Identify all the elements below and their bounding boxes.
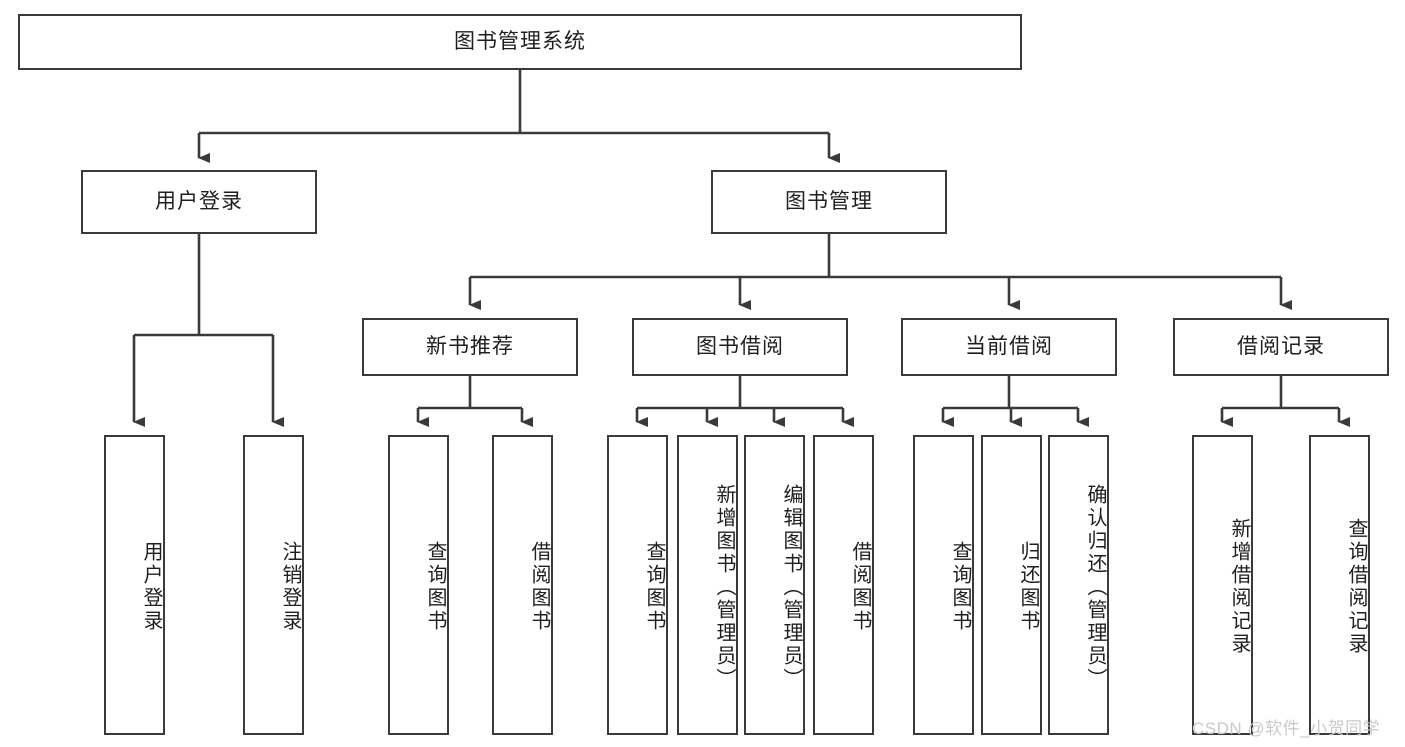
node-label: 借阅记录 (1237, 335, 1325, 359)
node-label: 注销登录 (279, 541, 301, 633)
node-label: 用户登录 (140, 541, 162, 633)
node-label: 图书管理系统 (454, 30, 586, 54)
leaf-user-login-login[interactable]: 用户登录 (104, 435, 165, 735)
node-label: 查询借阅记录 (1345, 518, 1367, 656)
leaf-book-borrow-edit-book-admin[interactable]: 编辑图书（管理员） (744, 435, 805, 735)
node-label: 新增借阅记录 (1228, 518, 1250, 656)
leaf-new-book-query-book[interactable]: 查询图书 (388, 435, 449, 735)
node-label: 确认归还（管理员） (1084, 483, 1106, 691)
node-label: 查询图书 (643, 541, 665, 633)
node-label: 当前借阅 (965, 335, 1053, 359)
leaf-current-borrow-confirm-return-admin[interactable]: 确认归还（管理员） (1048, 435, 1109, 735)
leaf-current-borrow-return-book[interactable]: 归还图书 (981, 435, 1042, 735)
node-current-borrow[interactable]: 当前借阅 (901, 318, 1117, 376)
node-label: 借阅图书 (849, 541, 871, 633)
node-label: 归还图书 (1017, 541, 1039, 633)
node-label: 图书借阅 (696, 335, 784, 359)
leaf-book-borrow-add-book-admin[interactable]: 新增图书（管理员） (677, 435, 738, 735)
leaf-book-borrow-borrow-book[interactable]: 借阅图书 (813, 435, 874, 735)
leaf-borrow-record-add-record[interactable]: 新增借阅记录 (1192, 435, 1253, 735)
leaf-book-borrow-query-book[interactable]: 查询图书 (607, 435, 668, 735)
leaf-borrow-record-query-record[interactable]: 查询借阅记录 (1309, 435, 1370, 735)
node-book-borrow[interactable]: 图书借阅 (632, 318, 848, 376)
node-label: 用户登录 (155, 190, 243, 214)
node-root-book-management-system[interactable]: 图书管理系统 (18, 14, 1022, 70)
node-label: 查询图书 (424, 541, 446, 633)
node-label: 编辑图书（管理员） (780, 483, 802, 691)
leaf-current-borrow-query-book[interactable]: 查询图书 (913, 435, 974, 735)
leaf-new-book-borrow-book[interactable]: 借阅图书 (492, 435, 553, 735)
leaf-user-login-logout[interactable]: 注销登录 (243, 435, 304, 735)
node-label: 新书推荐 (426, 335, 514, 359)
node-label: 新增图书（管理员） (713, 483, 735, 691)
node-label: 查询图书 (949, 541, 971, 633)
node-new-book-recommend[interactable]: 新书推荐 (362, 318, 578, 376)
node-label: 借阅图书 (528, 541, 550, 633)
node-borrow-record[interactable]: 借阅记录 (1173, 318, 1389, 376)
node-user-login[interactable]: 用户登录 (81, 170, 317, 234)
node-book-management[interactable]: 图书管理 (711, 170, 947, 234)
node-label: 图书管理 (785, 190, 873, 214)
